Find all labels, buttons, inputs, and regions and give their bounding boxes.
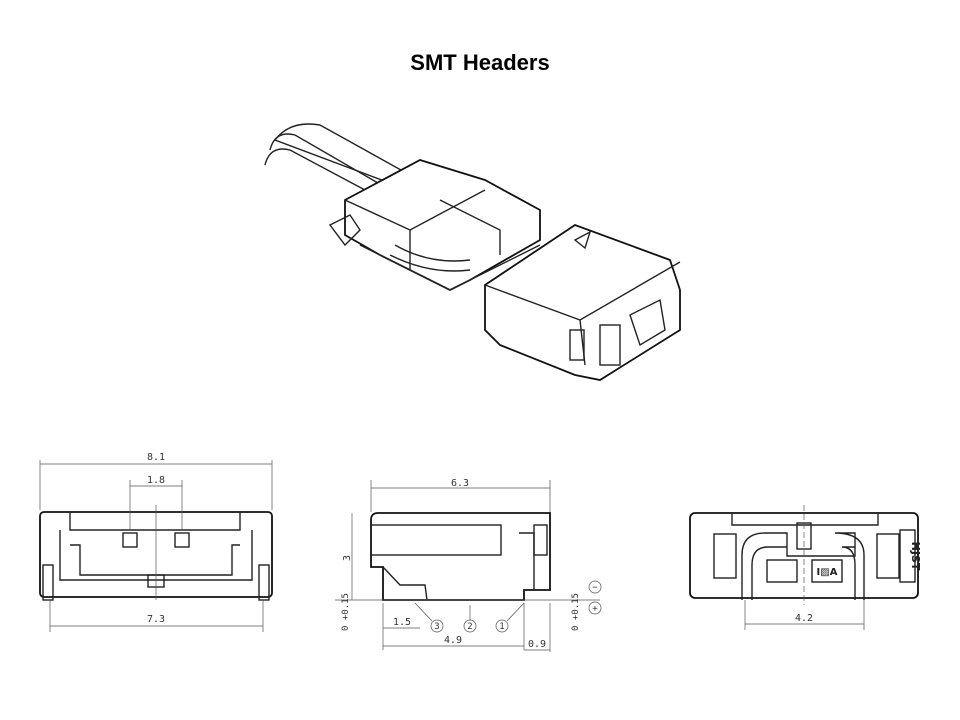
marker-2: 2	[467, 622, 472, 632]
rear-view-drawing	[689, 505, 919, 630]
slide-title: SMT Headers	[410, 50, 550, 75]
minus-marker: −	[592, 583, 598, 593]
dim-rear-width: 4.2	[795, 613, 813, 624]
connector-3d-illustration	[264, 123, 681, 381]
dim-c: 0.9	[528, 639, 546, 650]
brand-mark: HJST	[909, 542, 922, 571]
tolerance-left: 0 +0.15	[341, 593, 351, 631]
side-view-drawing	[335, 480, 602, 652]
dim-base-width: 7.3	[147, 614, 165, 625]
plus-marker: +	[592, 604, 598, 614]
tolerance-right: 0 +0.15	[571, 593, 581, 631]
marker-1: 1	[499, 622, 504, 632]
dim-length: 6.3	[451, 478, 469, 489]
dim-height: 3	[342, 555, 353, 561]
dim-overall-width: 8.1	[147, 452, 165, 463]
marker-3: 3	[434, 622, 439, 632]
dim-a: 1.5	[393, 617, 411, 628]
part-mark: I▨A	[817, 567, 838, 578]
dim-pin-pitch: 1.8	[147, 475, 165, 486]
front-view-drawing	[39, 460, 273, 632]
dim-b: 4.9	[444, 635, 462, 646]
